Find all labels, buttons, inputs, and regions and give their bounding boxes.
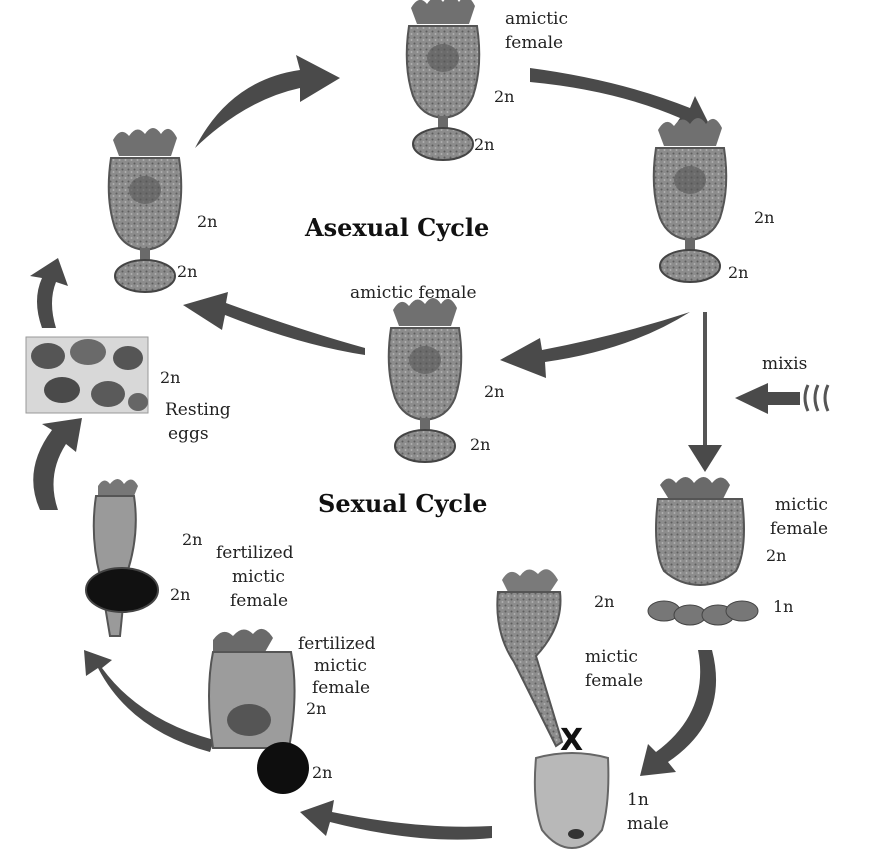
ploidy-fertilized2-egg: 2n [312, 763, 332, 782]
asexual-cycle-title: Asexual Cycle [304, 213, 489, 242]
label-resting: Resting [165, 400, 231, 420]
arrow-fertilized-to-eggs [33, 418, 82, 510]
ploidy-right-body: 2n [754, 208, 774, 227]
label-male: male [627, 814, 669, 834]
label-fertilized1-1: fertilized [216, 543, 294, 563]
label-amictic-top-2: female [505, 33, 563, 53]
fertilized-female-1 [86, 479, 158, 636]
ploidy-mictic-right-eggs: 1n [773, 597, 793, 616]
label-amictic-top-1: amictic [505, 9, 568, 29]
label-eggs: eggs [168, 424, 209, 444]
rotifer-left [109, 128, 182, 292]
ploidy-middle-egg: 2n [470, 435, 490, 454]
arrow-fertilized2-to-fertilized1 [84, 650, 214, 752]
arrow-mixis-head [688, 445, 722, 472]
mixis-stimulus-waves [805, 385, 828, 411]
ploidy-fertilized2-body: 2n [306, 699, 326, 718]
arrow-male-to-fertilized2 [300, 800, 492, 840]
label-mixis: mixis [762, 354, 807, 374]
label-fertilized1-2: mictic [232, 567, 285, 587]
label-fertilized2-3: female [312, 678, 370, 698]
mictic-female-center [497, 569, 562, 746]
ploidy-mictic-right-body: 2n [766, 546, 786, 565]
fertilized-female-2 [209, 629, 309, 794]
male-rotifer [535, 753, 609, 848]
mixis-stimulus-arrow [735, 383, 800, 414]
rotifer-top [407, 0, 480, 160]
rotifer-right [654, 118, 727, 282]
ploidy-top-body: 2n [494, 87, 514, 106]
label-amictic-middle: amictic female [350, 283, 477, 303]
ploidy-fertilized1-body: 2n [182, 530, 202, 549]
ploidy-left-egg: 2n [177, 262, 197, 281]
arrow-mictic-to-male [640, 650, 716, 776]
ploidy-resting-eggs: 2n [160, 368, 180, 387]
arrow-left-to-top [195, 55, 340, 148]
arrow-right-to-middle [500, 312, 690, 378]
ploidy-fertilized1-egg: 2n [170, 585, 190, 604]
ploidy-right-egg: 2n [728, 263, 748, 282]
label-mictic-right-2: female [770, 519, 828, 539]
label-fertilized1-3: female [230, 591, 288, 611]
label-fertilized2-1: fertilized [298, 634, 376, 654]
ploidy-left-body: 2n [197, 212, 217, 231]
arrow-middle-to-left [183, 292, 365, 355]
mictic-female-right [648, 477, 758, 625]
resting-eggs-photo [26, 337, 148, 413]
ploidy-middle-body: 2n [484, 382, 504, 401]
label-mictic-right-1: mictic [775, 495, 828, 515]
label-mictic-center-2: female [585, 671, 643, 691]
label-fertilized2-2: mictic [314, 656, 367, 676]
ploidy-top-egg: 2n [474, 135, 494, 154]
sexual-cycle-title: Sexual Cycle [318, 489, 487, 518]
rotifer-middle [389, 298, 462, 462]
ploidy-mictic-center: 2n [594, 592, 614, 611]
label-male-1n: 1n [627, 790, 649, 810]
cross-symbol: X [560, 723, 583, 758]
label-mictic-center-1: mictic [585, 647, 638, 667]
arrow-eggs-to-left-female [30, 258, 68, 328]
